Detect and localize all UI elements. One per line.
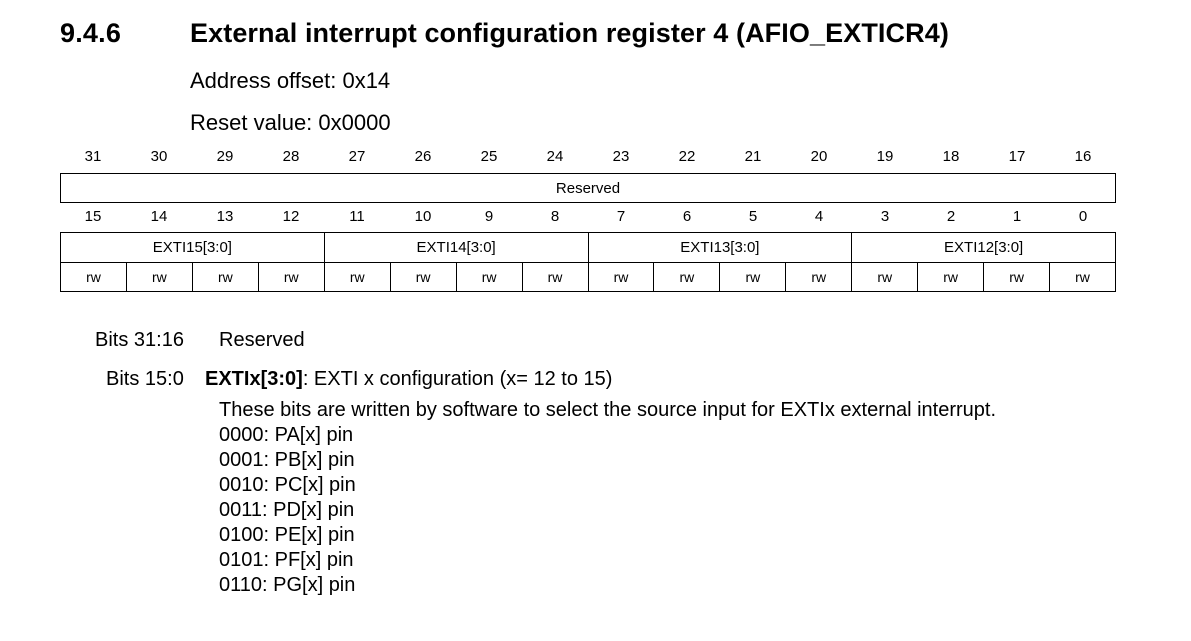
access-cell: rw: [589, 263, 655, 291]
access-cell: rw: [852, 263, 919, 291]
bits-15-0-description: These bits are written by software to se…: [219, 398, 996, 598]
bits-15-0-label: Bits 15:0: [106, 368, 184, 390]
bit-number: 16: [1074, 148, 1092, 165]
bit-number: 5: [748, 208, 758, 225]
option-item: 0000: PA[x] pin: [219, 424, 354, 446]
bit-number: 2: [946, 208, 956, 225]
register-fields: EXTI15[3:0] EXTI14[3:0] EXTI13[3:0] EXTI…: [60, 232, 1116, 262]
reserved-field-label: Reserved: [555, 179, 621, 197]
access-cell: rw: [127, 263, 193, 291]
field-exti15: EXTI15[3:0]: [61, 233, 325, 262]
field-summary: : EXTI x configuration (x= 12 to 15): [302, 368, 613, 390]
bit-number: 1: [1012, 208, 1022, 225]
bit-number: 14: [150, 208, 168, 225]
bit-number: 7: [616, 208, 626, 225]
option-item: 0100: PE[x] pin: [219, 524, 355, 546]
option-item: 0011: PD[x] pin: [219, 499, 355, 521]
address-offset: Address offset: 0x14: [190, 68, 391, 93]
access-cell: rw: [720, 263, 787, 291]
access-cell: rw: [984, 263, 1051, 291]
access-cell: rw: [193, 263, 259, 291]
access-cell: rw: [391, 263, 457, 291]
access-cell: rw: [786, 263, 853, 291]
bit-number: 0: [1078, 208, 1088, 225]
bit-number: 23: [612, 148, 630, 165]
option-item: 0001: PB[x] pin: [219, 449, 355, 471]
bit-number: 24: [546, 148, 564, 165]
upper-bit-numbers: 31 30 29 28 27 26 25 24 23 22 21 20 19 1…: [60, 148, 1116, 165]
access-cell: rw: [61, 263, 127, 291]
bit-number: 3: [880, 208, 890, 225]
access-cell: rw: [523, 263, 589, 291]
bit-number: 20: [810, 148, 828, 165]
section-title: External interrupt configuration registe…: [190, 18, 949, 48]
field-exti13: EXTI13[3:0]: [589, 233, 853, 262]
field-exti12: EXTI12[3:0]: [944, 239, 1024, 256]
bits-15-0-heading: EXTIx[3:0]: EXTI x configuration (x= 12 …: [205, 367, 612, 392]
bits-31-16-label: Bits 31:16: [95, 329, 184, 351]
bit-number: 12: [282, 208, 300, 225]
bit-number: 30: [150, 148, 168, 165]
option-item: 0101: PF[x] pin: [219, 549, 354, 571]
bit-number: 13: [216, 208, 234, 225]
bit-number: 15: [84, 208, 102, 225]
access-cell: rw: [325, 263, 391, 291]
bit-number: 6: [682, 208, 692, 225]
bit-number: 22: [678, 148, 696, 165]
reset-value: Reset value: 0x0000: [190, 110, 391, 135]
bit-number: 25: [480, 148, 498, 165]
access-cell: rw: [654, 263, 721, 291]
option-item: 0110: PG[x] pin: [219, 574, 356, 596]
bit-number: 17: [1008, 148, 1026, 165]
access-cell: rw: [1075, 269, 1090, 285]
bit-number: 19: [876, 148, 894, 165]
reserved-field: Reserved: [60, 173, 1116, 203]
bit-number: 9: [484, 208, 494, 225]
bits-31-16-description: Reserved: [219, 329, 305, 351]
bit-number: 18: [942, 148, 960, 165]
bit-number: 31: [84, 148, 102, 165]
access-cell: rw: [918, 263, 985, 291]
bit-number: 4: [814, 208, 824, 225]
bit-number: 10: [414, 208, 432, 225]
bit-number: 26: [414, 148, 432, 165]
bit-number: 27: [348, 148, 366, 165]
field-name: EXTIx[3:0]: [205, 368, 303, 390]
access-cell: rw: [457, 263, 523, 291]
description-body: These bits are written by software to se…: [219, 399, 997, 421]
bit-number: 8: [550, 208, 560, 225]
option-item: 0010: PC[x] pin: [219, 474, 356, 496]
access-cell: rw: [259, 263, 325, 291]
bit-number: 21: [744, 148, 762, 165]
bit-number: 11: [349, 208, 365, 225]
section-number: 9.4.6: [60, 18, 122, 48]
field-exti14: EXTI14[3:0]: [325, 233, 589, 262]
lower-bit-numbers: 15 14 13 12 11 10 9 8 7 6 5 4 3 2 1 0: [60, 208, 1116, 225]
bit-number: 28: [282, 148, 300, 165]
access-row: rw rw rw rw rw rw rw rw rw rw rw rw rw r…: [60, 262, 1116, 292]
bit-number: 29: [216, 148, 234, 165]
